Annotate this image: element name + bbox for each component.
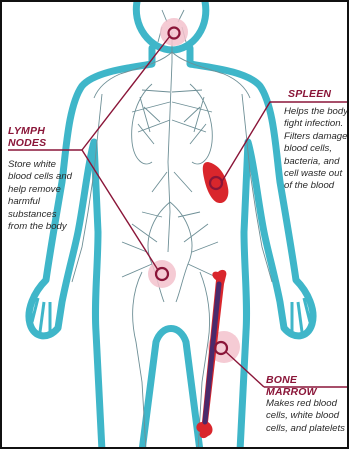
lymph-desc-line: blood cells and	[8, 171, 72, 183]
lymph-desc-line: harmful	[8, 196, 72, 208]
neck-node-glow	[160, 18, 188, 46]
spleen-desc-line: of the blood	[284, 180, 349, 192]
groin-node-glow	[148, 260, 176, 288]
spleen-organ	[203, 162, 229, 203]
lymph-title-line-1: LYMPH	[8, 125, 46, 137]
marrow-desc-line: cells, white blood	[266, 410, 345, 422]
lymph-desc-line: substances	[8, 209, 72, 221]
lymph-nodes-description: Store white blood cells and help remove …	[8, 159, 72, 233]
marrow-desc-line: Makes red blood	[266, 398, 345, 410]
spleen-desc-line: blood cells,	[284, 143, 349, 155]
lymph-desc-line: help remove	[8, 184, 72, 196]
lymph-desc-line: from the body	[8, 221, 72, 233]
spleen-desc-line: fight infection.	[284, 118, 349, 130]
marrow-desc-line: cells, and platelets	[266, 423, 345, 435]
lymph-title-line-2: NODES	[8, 137, 46, 149]
spleen-title: SPLEEN	[288, 88, 331, 100]
spleen-desc-line: Filters damaged	[284, 131, 349, 143]
lymph-nodes-title: LYMPH NODES	[8, 125, 46, 149]
spleen-desc-line: Helps the body	[284, 106, 349, 118]
spleen-desc-line: bacteria, and	[284, 156, 349, 168]
lymph-desc-line: Store white	[8, 159, 72, 171]
bone-marrow-description: Makes red blood cells, white blood cells…	[266, 398, 345, 435]
spleen-desc-line: cell waste out	[284, 168, 349, 180]
spleen-description: Helps the body fight infection. Filters …	[284, 106, 349, 193]
bone-marrow-title: BONE MARROW	[266, 374, 347, 398]
